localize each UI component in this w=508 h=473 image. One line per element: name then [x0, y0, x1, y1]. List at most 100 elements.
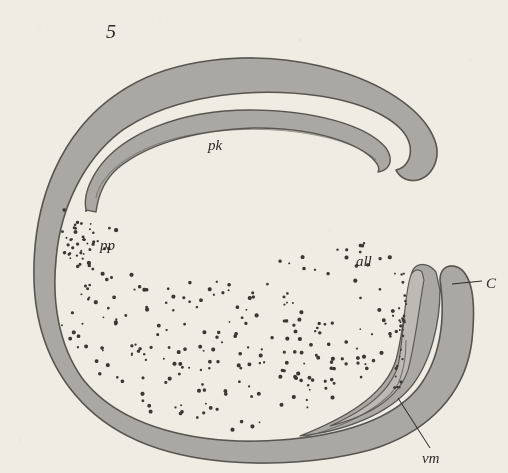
mesenchyme-dot — [255, 313, 259, 317]
mesenchyme-dot — [62, 208, 65, 211]
mesenchyme-dot — [252, 295, 255, 298]
mesenchyme-dot — [94, 300, 98, 304]
mesenchyme-dot — [95, 359, 99, 363]
mesenchyme-dot — [103, 317, 105, 319]
mesenchyme-dot — [217, 331, 220, 334]
mesenchyme-dot — [150, 346, 153, 349]
mesenchyme-dot — [278, 260, 281, 263]
mesenchyme-dot — [359, 297, 362, 300]
mesenchyme-dot — [208, 360, 212, 364]
mesenchyme-dot — [294, 376, 298, 380]
mesenchyme-dot — [345, 248, 348, 251]
mesenchyme-dot — [81, 323, 83, 325]
mesenchyme-dot — [138, 285, 141, 288]
mesenchyme-dot — [172, 309, 175, 312]
mesenchyme-dot — [286, 302, 288, 304]
mesenchyme-dot — [283, 351, 286, 354]
mesenchyme-dot — [396, 386, 398, 388]
mesenchyme-dot — [188, 300, 191, 303]
mesenchyme-dot — [240, 420, 243, 423]
mesenchyme-dot — [182, 296, 185, 299]
mesenchyme-dot — [79, 263, 82, 266]
mesenchyme-dot — [69, 238, 72, 241]
mesenchyme-dot — [353, 279, 357, 283]
mesenchyme-dot — [399, 324, 402, 327]
mesenchyme-dot — [88, 284, 91, 287]
mesenchyme-dot — [145, 359, 147, 361]
mesenchyme-dot — [288, 262, 290, 264]
mesenchyme-dot — [261, 348, 263, 350]
mesenchyme-dot — [360, 376, 363, 379]
mesenchyme-dot — [215, 336, 218, 339]
mesenchyme-dot — [229, 321, 231, 323]
mesenchyme-dot — [76, 221, 79, 224]
mesenchyme-dot — [174, 406, 176, 408]
mesenchyme-dot — [76, 254, 78, 256]
mesenchyme-dot — [306, 406, 308, 408]
mesenchyme-dot — [121, 380, 125, 384]
mesenchyme-dot — [84, 285, 87, 288]
mesenchyme-dot — [395, 376, 397, 378]
mesenchyme-dot — [311, 378, 314, 381]
mesenchyme-dot — [285, 319, 289, 323]
mesenchyme-dot — [400, 380, 403, 383]
mesenchyme-dot — [72, 330, 76, 334]
mesenchyme-dot — [157, 324, 161, 328]
mesenchyme-dot — [356, 356, 360, 360]
mesenchyme-dot — [101, 272, 105, 276]
mesenchyme-dot — [306, 399, 308, 401]
mesenchyme-dot — [250, 395, 253, 398]
mesenchyme-dot — [91, 268, 94, 271]
mesenchyme-dot — [82, 239, 84, 241]
mesenchyme-dot — [213, 294, 215, 296]
mesenchyme-dot — [97, 240, 99, 242]
mesenchyme-dot — [228, 289, 230, 291]
mesenchyme-dot — [69, 257, 71, 259]
mesenchyme-dot — [292, 324, 295, 327]
mesenchyme-dot — [248, 385, 250, 387]
mesenchyme-dot — [296, 371, 300, 375]
mesenchyme-dot — [318, 322, 321, 325]
mesenchyme-dot — [278, 375, 282, 379]
mesenchyme-dot — [196, 306, 198, 308]
mesenchyme-dot — [404, 300, 407, 303]
mesenchyme-dot — [92, 240, 95, 243]
mesenchyme-dot — [149, 404, 151, 406]
mesenchyme-dot — [178, 362, 182, 366]
mesenchyme-dot — [238, 352, 241, 355]
mesenchyme-dot — [107, 307, 110, 310]
mesenchyme-dot — [341, 357, 344, 360]
mesenchyme-dot — [382, 318, 386, 322]
mesenchyme-dot — [90, 223, 92, 225]
mesenchyme-dot — [82, 235, 85, 238]
mesenchyme-dot — [142, 399, 145, 402]
mesenchyme-dot — [324, 387, 327, 390]
mesenchyme-dot — [202, 411, 205, 414]
mesenchyme-dot — [266, 283, 269, 286]
mesenchyme-dot — [80, 222, 83, 225]
label-pk: pk — [207, 138, 223, 154]
mesenchyme-dot — [143, 353, 145, 355]
mesenchyme-dot — [301, 255, 305, 259]
mesenchyme-dot — [324, 323, 327, 326]
mesenchyme-dot — [257, 392, 261, 396]
mesenchyme-dot — [303, 363, 305, 365]
mesenchyme-dot — [398, 386, 400, 388]
mesenchyme-dot — [71, 311, 74, 314]
mesenchyme-dot — [356, 348, 358, 350]
mesenchyme-dot — [165, 329, 167, 331]
mesenchyme-dot — [203, 388, 206, 391]
mesenchyme-dot — [199, 298, 203, 302]
mesenchyme-dot — [79, 251, 82, 254]
mesenchyme-dot — [165, 302, 168, 305]
mesenchyme-dot — [308, 376, 312, 380]
mesenchyme-dot — [332, 367, 336, 371]
mesenchyme-dot — [326, 272, 329, 275]
mesenchyme-dot — [372, 359, 375, 362]
mesenchyme-dot — [316, 327, 319, 330]
mesenchyme-dot — [393, 386, 396, 389]
mesenchyme-dot — [73, 226, 76, 229]
mesenchyme-dot — [216, 408, 219, 411]
